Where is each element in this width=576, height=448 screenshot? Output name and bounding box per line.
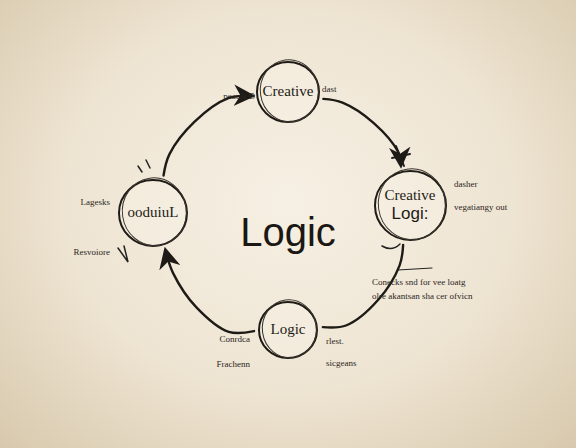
sketch-circle: ooduiuL xyxy=(118,178,188,248)
node-text: ooduiuL xyxy=(128,204,179,221)
side-note: rlest. xyxy=(326,337,344,347)
node-text: Creative xyxy=(263,83,314,100)
sketch-circle: CreativeLogi: xyxy=(374,169,447,242)
side-note: vegatiangy out xyxy=(454,203,507,213)
cycle-arrow xyxy=(323,99,400,165)
sketch-circle: Creative xyxy=(256,60,320,124)
side-note: peaois D xyxy=(223,92,255,102)
center-title: Logic xyxy=(240,210,336,254)
side-note: olre akantsan sha cer ofvicn xyxy=(372,292,472,302)
sketch-stroke xyxy=(118,246,128,262)
node-text: Logic xyxy=(271,321,306,338)
sketch-stroke xyxy=(382,244,400,249)
side-note: Conrdca xyxy=(220,335,251,345)
node-text: Creative xyxy=(385,187,436,204)
side-note: Resvoiore xyxy=(74,248,111,258)
sketch-stroke xyxy=(398,268,432,270)
cycle-arrow xyxy=(166,251,254,333)
sketch-circle: Logic xyxy=(258,300,318,360)
side-note: sicgeans xyxy=(326,359,357,369)
side-note: dast xyxy=(322,85,337,95)
sketch-stroke xyxy=(138,160,150,172)
side-note: Lagesks xyxy=(81,198,111,208)
side-note: Conecks snd for vee loatg xyxy=(372,278,465,288)
node-text: Logi: xyxy=(392,204,429,224)
side-note: dasher xyxy=(454,180,478,190)
side-note: Frachenn xyxy=(217,360,251,370)
cycle-arrow xyxy=(164,96,252,176)
